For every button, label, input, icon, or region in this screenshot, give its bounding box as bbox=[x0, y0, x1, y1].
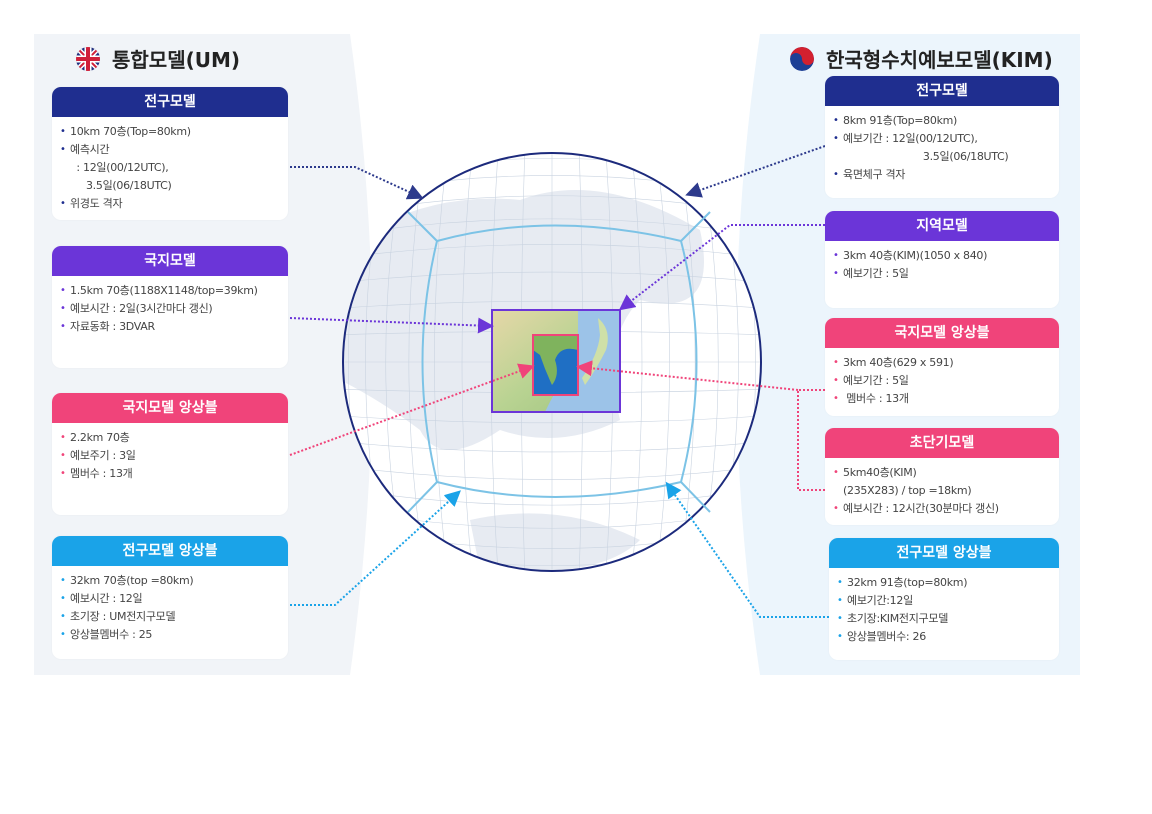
left-card-3: 전구모델 앙상블32km 70층(top =80km)예보시간 : 12일초기장… bbox=[52, 536, 288, 659]
grid-parallel bbox=[343, 441, 761, 453]
left-card-0: 전구모델10km 70층(Top=80km)예측시간 : 12일(00/12UT… bbox=[52, 87, 288, 220]
card-item: 예보기간 : 5일 bbox=[833, 372, 1051, 390]
card-item: 1.5km 70층(1188X1148/top=39km) bbox=[60, 282, 280, 300]
card-header: 국지모델 앙상블 bbox=[825, 318, 1059, 348]
global-domain-outline bbox=[342, 152, 762, 572]
card-items: 3km 40층(629 x 591)예보기간 : 5일 멤버수 : 13개 bbox=[825, 348, 1059, 408]
card-item: 3.5일(06/18UTC) bbox=[843, 150, 1009, 163]
card-item: 위경도 격자 bbox=[60, 195, 280, 213]
card-items: 2.2km 70층예보주기 : 3일멤버수 : 13개 bbox=[52, 423, 288, 483]
card-item: 예보시간 : 2일(3시간마다 갱신) bbox=[60, 300, 280, 318]
card-item: 2.2km 70층 bbox=[60, 429, 280, 447]
card-header: 초단기모델 bbox=[825, 428, 1059, 458]
card-item: 32km 91층(top=80km) bbox=[837, 574, 1051, 592]
card-header: 전구모델 bbox=[825, 76, 1059, 106]
card-items: 1.5km 70층(1188X1148/top=39km)예보시간 : 2일(3… bbox=[52, 276, 288, 336]
grid-parallel bbox=[343, 415, 761, 424]
korea-taegeuk-icon bbox=[790, 46, 814, 71]
card-item: 자료동화 : 3DVAR bbox=[60, 318, 280, 336]
card-item: 3.5일(06/18UTC) bbox=[70, 179, 172, 192]
right-card-4: 전구모델 앙상블32km 91층(top=80km)예보기간:12일초기장:KI… bbox=[829, 538, 1059, 660]
card-items: 8km 91층(Top=80km)예보기간 : 12일(00/12UTC), 3… bbox=[825, 106, 1059, 184]
um-title: 통합모델(UM) bbox=[76, 44, 240, 73]
card-item: 육면체구 격자 bbox=[833, 166, 1051, 184]
card-item: 초기장 : UM전지구모델 bbox=[60, 608, 280, 626]
card-item: 예보주기 : 3일 bbox=[60, 447, 280, 465]
left-card-1: 국지모델1.5km 70층(1188X1148/top=39km)예보시간 : … bbox=[52, 246, 288, 368]
card-item: 앙상블멤버수: 26 bbox=[837, 628, 1051, 646]
card-items: 3km 40층(KIM)(1050 x 840)예보기간 : 5일 bbox=[825, 241, 1059, 283]
card-header: 전구모델 앙상블 bbox=[829, 538, 1059, 568]
card-header: 전구모델 bbox=[52, 87, 288, 117]
card-item: 예보기간:12일 bbox=[837, 592, 1051, 610]
right-card-0: 전구모델8km 91층(Top=80km)예보기간 : 12일(00/12UTC… bbox=[825, 76, 1059, 198]
left-card-2: 국지모델 앙상블2.2km 70층예보주기 : 3일멤버수 : 13개 bbox=[52, 393, 288, 515]
card-header: 국지모델 bbox=[52, 246, 288, 276]
kim-title-text: 한국형수치예보모델(KIM) bbox=[826, 48, 1053, 72]
card-item: 멤버수 : 13개 bbox=[60, 465, 280, 483]
card-item: 초기장:KIM전지구모델 bbox=[837, 610, 1051, 628]
card-items: 5km40층(KIM) (235X283) / top =18km) 예보시간 : … bbox=[825, 458, 1059, 518]
grid-meridian bbox=[678, 153, 696, 571]
grid-meridian bbox=[631, 153, 643, 571]
right-card-3: 초단기모델 5km40층(KIM) (235X283) / top =18km) 예보… bbox=[825, 428, 1059, 525]
card-item: 멤버수 : 13개 bbox=[833, 390, 1051, 408]
grid-parallel bbox=[343, 466, 761, 480]
uk-flag-icon bbox=[76, 46, 100, 71]
card-item: 예보시간 : 12시간(30분마다 갱신) bbox=[833, 500, 1051, 518]
card-item: 예측시간 bbox=[60, 141, 280, 159]
card-item: 8km 91층(Top=80km) bbox=[833, 112, 1051, 130]
card-header: 지역모델 bbox=[825, 211, 1059, 241]
card-item: 예보시간 : 12일 bbox=[60, 590, 280, 608]
card-item: : 12일(00/12UTC), bbox=[70, 161, 169, 174]
card-item: 5km40층(KIM) bbox=[833, 464, 1051, 482]
card-header: 국지모델 앙상블 bbox=[52, 393, 288, 423]
card-items: 32km 91층(top=80km)예보기간:12일초기장:KIM전지구모델앙상… bbox=[829, 568, 1059, 646]
um-title-text: 통합모델(UM) bbox=[112, 48, 241, 72]
card-items: 32km 70층(top =80km)예보시간 : 12일초기장 : UM전지구… bbox=[52, 566, 288, 644]
card-item: (235X283) / top =18km) bbox=[843, 484, 972, 497]
grid-meridian bbox=[656, 153, 670, 571]
card-header: 전구모델 앙상블 bbox=[52, 536, 288, 566]
kim-title: 한국형수치예보모델(KIM) bbox=[790, 44, 1053, 73]
card-item: 예보기간 : 5일 bbox=[833, 265, 1051, 283]
grid-parallel bbox=[343, 488, 761, 506]
card-items: 10km 70층(Top=80km)예측시간 : 12일(00/12UTC), … bbox=[52, 117, 288, 213]
card-item: 예보기간 : 12일(00/12UTC), bbox=[833, 130, 1051, 148]
card-item: 3km 40층(KIM)(1050 x 840) bbox=[833, 247, 1051, 265]
card-item: 32km 70층(top =80km) bbox=[60, 572, 280, 590]
right-card-1: 지역모델3km 40층(KIM)(1050 x 840)예보기간 : 5일 bbox=[825, 211, 1059, 308]
right-card-2: 국지모델 앙상블3km 40층(629 x 591)예보기간 : 5일 멤버수 … bbox=[825, 318, 1059, 416]
card-item: 10km 70층(Top=80km) bbox=[60, 123, 280, 141]
card-item: 앙상블멤버수 : 25 bbox=[60, 626, 280, 644]
card-item: 3km 40층(629 x 591) bbox=[833, 354, 1051, 372]
